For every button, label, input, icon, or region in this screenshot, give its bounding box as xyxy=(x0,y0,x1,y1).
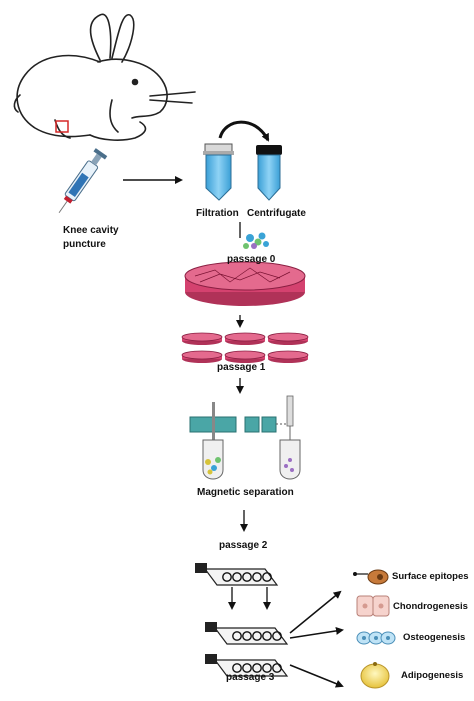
centrifugate-label: Centrifugate xyxy=(247,208,306,219)
magnetic-separation-setup xyxy=(189,395,301,480)
outcome-label-adipogenesis: Adipogenesis xyxy=(401,670,464,681)
small-dish xyxy=(224,332,266,345)
knee-label-line1: Knee cavity xyxy=(63,225,119,236)
syringe-icon xyxy=(58,148,108,214)
small-dishes-passage1 xyxy=(181,332,309,363)
surface-epitope-icon xyxy=(353,569,389,585)
arrow-to-osteogenesis xyxy=(289,626,344,639)
outcome-label-chondrogenesis: Chondrogenesis xyxy=(393,601,468,612)
flask-passage3-lower xyxy=(205,654,289,677)
small-dish xyxy=(224,350,266,363)
osteocyte-icon xyxy=(356,631,396,645)
chondrocyte-icon xyxy=(356,595,390,617)
magnetic-separation-label: Magnetic separation xyxy=(197,487,294,498)
small-dish xyxy=(181,350,223,363)
flask-passage2 xyxy=(195,563,279,586)
outcome-label-surface-epitopes: Surface epitopes xyxy=(392,571,469,582)
small-dish xyxy=(267,332,309,345)
small-dish xyxy=(267,350,309,363)
knee-highlight-box xyxy=(55,120,69,133)
passage3-label: passage 3 xyxy=(226,672,275,683)
knee-label-line2: puncture xyxy=(63,239,106,250)
arrow-filtration-to-centrifugate xyxy=(218,120,270,142)
passage1-label: passage 1 xyxy=(217,362,266,373)
passage2-label: passage 2 xyxy=(219,540,268,551)
rabbit-sketch xyxy=(13,13,196,141)
outcome-label-osteogenesis: Osteogenesis xyxy=(403,632,466,643)
arrow-to-surface-epitopes xyxy=(289,590,342,634)
filtration-tube xyxy=(203,143,234,201)
adipocyte-icon xyxy=(360,662,390,689)
culture-dish-passage0 xyxy=(184,261,306,306)
small-dish xyxy=(181,332,223,345)
centrifuge-tube xyxy=(256,145,282,201)
cell-cluster-icon xyxy=(243,232,269,249)
arrow-to-adipogenesis xyxy=(289,664,344,688)
flask-passage3-upper xyxy=(205,622,289,645)
filtration-label: Filtration xyxy=(196,208,239,219)
passage0-label: passage 0 xyxy=(227,254,276,265)
